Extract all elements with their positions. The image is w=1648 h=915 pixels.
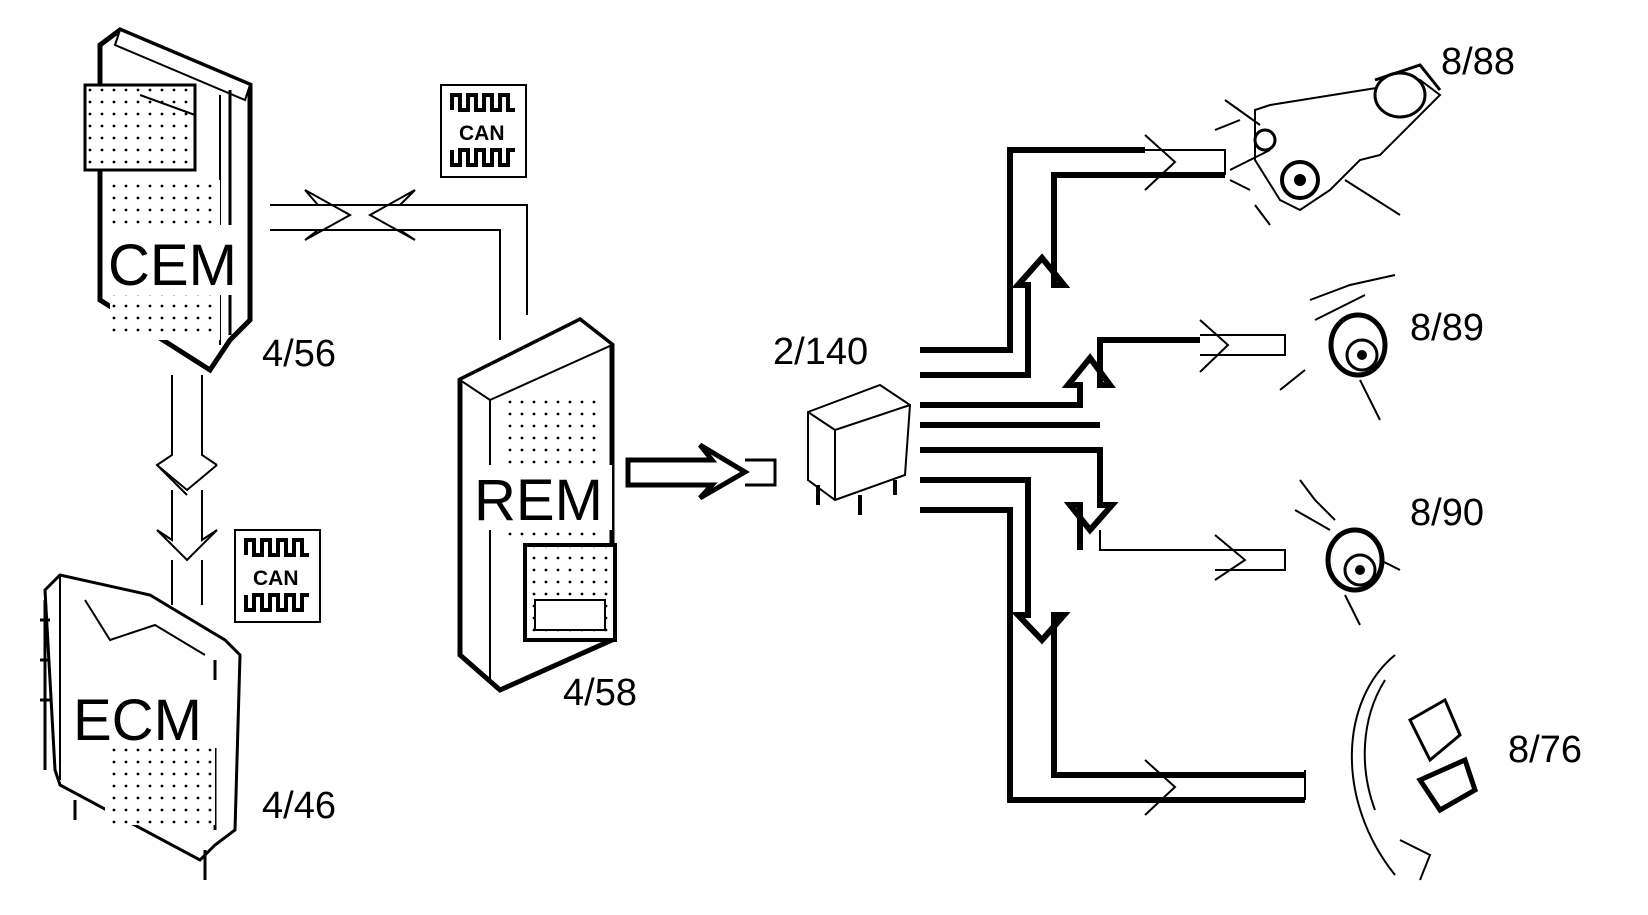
cem-ref-label: 4/56 <box>262 333 336 375</box>
can-link-cem-ecm <box>155 375 218 605</box>
rem-label: REM <box>474 468 603 533</box>
component-8-90-drawing <box>1294 479 1401 626</box>
can-link-cem-rem <box>270 189 528 340</box>
rem-module: REM <box>457 317 617 693</box>
relay-output-lines <box>920 134 1306 816</box>
ecm-label: ECM <box>73 688 202 753</box>
ecm-ref-label: 4/46 <box>262 785 336 827</box>
component-8-89-drawing <box>1279 274 1396 421</box>
cem-module: CEM <box>83 27 253 374</box>
rem-ref-label: 4/58 <box>563 672 637 714</box>
component-8-76-label: 8/76 <box>1508 729 1582 771</box>
ecm-module: ECM <box>40 573 242 880</box>
can-badge-left: CAN <box>234 529 321 623</box>
component-8-90-label: 8/90 <box>1410 492 1484 534</box>
component-8-89-label: 8/89 <box>1410 307 1484 349</box>
can-badge-left-label: CAN <box>253 567 299 590</box>
can-badge-top-label: CAN <box>459 122 505 145</box>
component-8-76-drawing <box>1350 654 1479 881</box>
rem-to-relay-arrow <box>625 442 777 501</box>
component-8-88-label: 8/88 <box>1441 41 1515 83</box>
cem-label: CEM <box>108 233 237 298</box>
relay-2-140 <box>807 383 912 515</box>
component-8-88-drawing <box>1214 63 1442 226</box>
can-badge-top: CAN <box>440 84 527 178</box>
relay-ref-label: 2/140 <box>773 331 868 373</box>
